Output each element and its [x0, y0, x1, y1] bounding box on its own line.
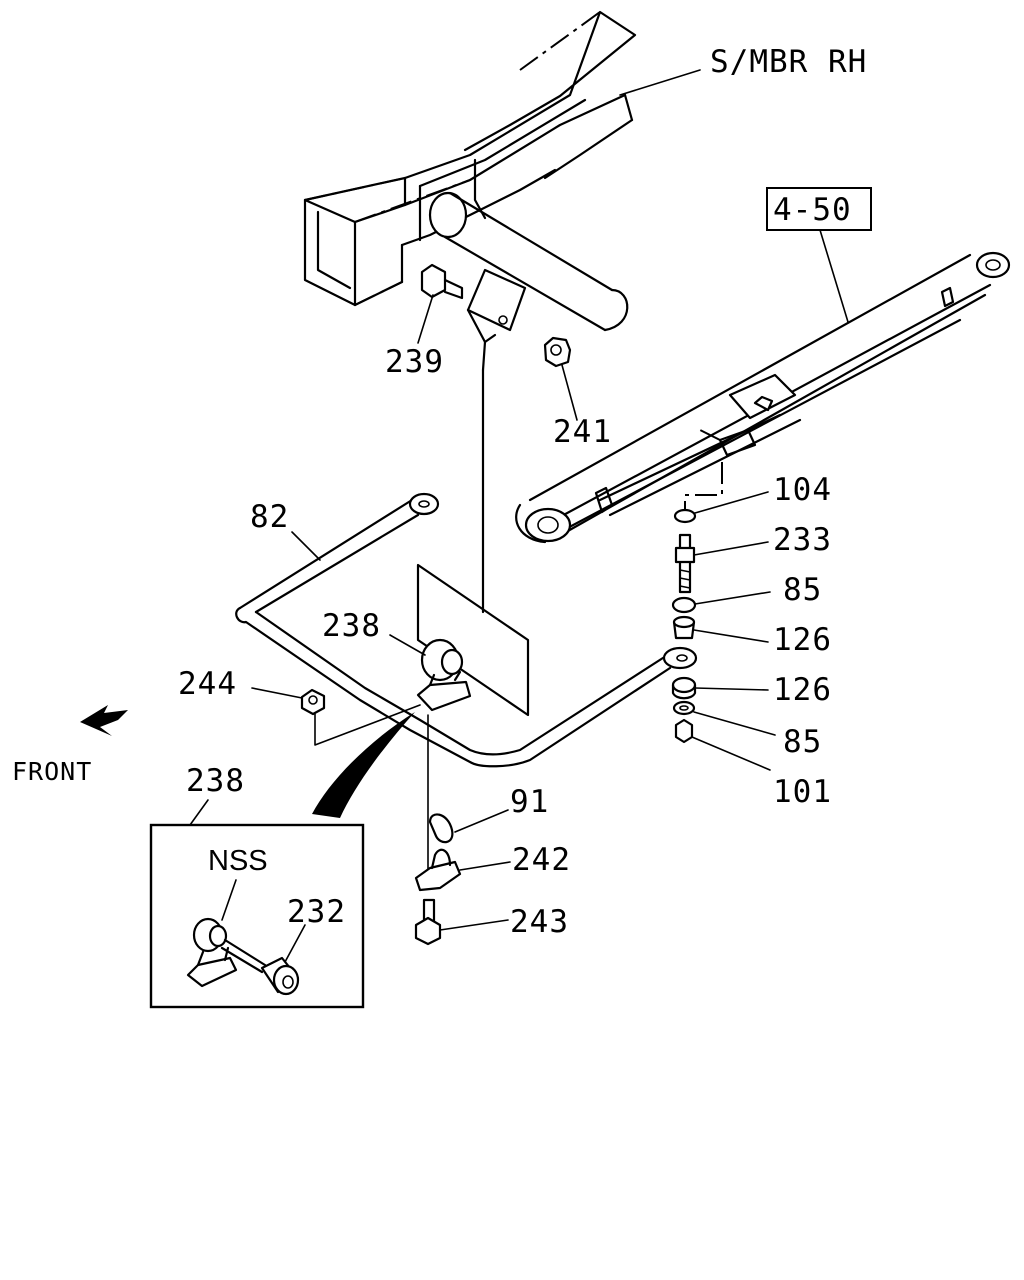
washer-104 [673, 508, 697, 524]
bolt-239 [420, 263, 464, 300]
callout-126a: 126 [773, 622, 832, 658]
detail-nss-label: NSS [208, 845, 268, 877]
side-member-frame [303, 10, 637, 372]
callout-91: 91 [510, 784, 549, 820]
bushing-126a [672, 615, 696, 640]
bolt-233 [674, 533, 696, 594]
stabilizer-bar-82 [235, 492, 698, 768]
detail-pointer [312, 712, 415, 818]
callout-239: 239 [385, 344, 444, 380]
callout-233: 233 [773, 522, 832, 558]
detail-bracket [186, 917, 267, 988]
callout-82: 82 [250, 499, 289, 535]
callout-85a: 85 [783, 572, 822, 608]
ref-box [766, 187, 872, 231]
washer-85b [672, 700, 696, 716]
bracket-238 [416, 638, 472, 712]
callout-126b: 126 [773, 672, 832, 708]
clamp-bracket-242 [414, 848, 462, 892]
callout-232: 232 [287, 894, 346, 930]
nut-241 [543, 336, 572, 368]
washer-85a [671, 596, 697, 614]
ref-box-label: 4-50 [773, 192, 852, 228]
clamp-91 [428, 813, 454, 844]
callout-238-detail: 238 [186, 763, 245, 799]
callout-241: 241 [553, 414, 612, 450]
callout-244: 244 [178, 666, 237, 702]
arrow-left-down-icon [80, 705, 128, 736]
side-member-label: S/MBR RH [710, 44, 867, 80]
leaf-spring [515, 251, 1011, 544]
bushing-126b [671, 676, 697, 700]
front-label: FRONT [12, 757, 92, 786]
detail-box [149, 823, 365, 1009]
nut-101 [674, 718, 694, 744]
detail-bushing-232 [260, 956, 300, 996]
callout-85b: 85 [783, 724, 822, 760]
callout-238: 238 [322, 608, 381, 644]
callout-242: 242 [512, 842, 571, 878]
callout-101: 101 [773, 774, 832, 810]
nut-244 [300, 688, 326, 716]
callout-104: 104 [773, 472, 832, 508]
callout-243: 243 [510, 904, 569, 940]
bolt-243 [414, 898, 442, 946]
